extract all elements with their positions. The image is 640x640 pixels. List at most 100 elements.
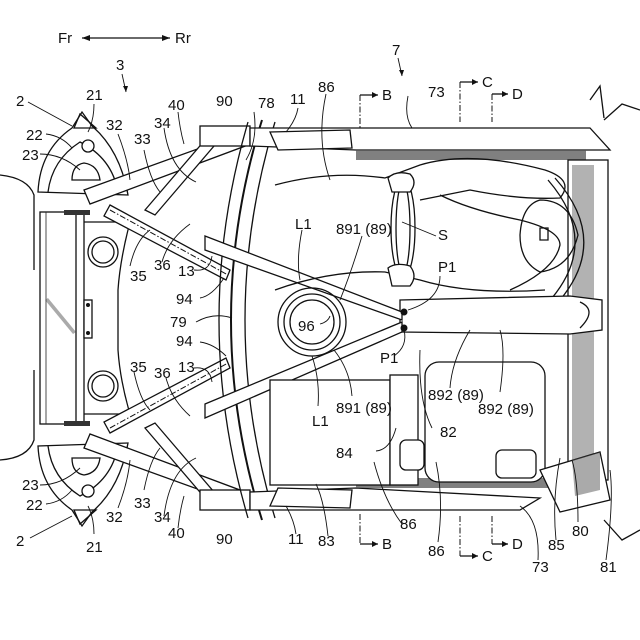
floor-panel-84 <box>269 379 391 486</box>
label-94-top: 94 <box>176 291 193 308</box>
steering-wheel-inner <box>395 182 411 274</box>
label-34-top: 34 <box>154 115 171 132</box>
label-P1-bottom: P1 <box>380 350 398 367</box>
label-73-top: 73 <box>428 84 445 101</box>
leader-891-bottom <box>333 349 353 397</box>
occupant-arm-top <box>274 157 566 201</box>
pivot-p1-top <box>400 308 408 316</box>
leader-L1-top <box>297 229 303 281</box>
section-label-c-top: C <box>482 74 493 91</box>
label-21-bottom: 21 <box>86 539 103 556</box>
rear-fin-top <box>589 84 605 119</box>
label-7: 7 <box>392 42 400 59</box>
component-80-shading <box>572 452 600 496</box>
centerline <box>109 362 229 429</box>
occupant-torso <box>439 194 561 291</box>
mount-top <box>64 210 90 215</box>
label-891-top: 891 (89) <box>336 221 392 238</box>
label-2-top: 2 <box>16 93 24 110</box>
arrow-icon <box>372 92 378 98</box>
leader-L1-bottom <box>311 355 319 407</box>
label-86-bottom-b: 86 <box>428 543 445 560</box>
mount-bottom <box>64 421 90 426</box>
front-label: Fr <box>58 30 72 47</box>
section-label-d-bottom: D <box>512 536 523 553</box>
leader-22-bottom <box>45 489 73 505</box>
strut-mount-bottom <box>87 370 119 402</box>
arch-inner <box>244 121 276 519</box>
center-tunnel <box>399 295 603 335</box>
section-lines <box>359 79 508 559</box>
wheel-hub <box>71 457 101 476</box>
label-83: 83 <box>318 533 335 550</box>
frame-891-top <box>204 235 403 321</box>
arrow-icon <box>123 86 128 92</box>
leader-35-top <box>129 229 151 267</box>
label-80: 80 <box>572 523 589 540</box>
suspension-subframe <box>84 221 131 415</box>
label-11-top: 11 <box>290 91 306 108</box>
hand-top <box>387 172 415 193</box>
arrow-head-front-icon <box>82 35 90 41</box>
leader-86-bottom-b <box>435 461 442 543</box>
occupant-arm-bottom <box>274 271 546 292</box>
leader-34-bottom <box>163 457 197 517</box>
steering-wheel <box>390 177 416 279</box>
leader-73-top <box>406 95 413 129</box>
leader-86-bottom-a <box>373 461 403 525</box>
leader-13-bottom <box>193 367 213 383</box>
tunnel-end-cap <box>579 301 590 329</box>
rear-label: Rr <box>175 30 191 47</box>
leader-P1-bottom <box>393 329 406 357</box>
arch-edge <box>218 121 249 519</box>
section-label-d-top: D <box>512 86 523 103</box>
leader-86-top <box>321 93 331 181</box>
leader-35-bottom <box>133 371 151 411</box>
label-22-top: 22 <box>26 127 43 144</box>
leader-36-top <box>161 223 191 263</box>
leader-11-bottom <box>285 505 297 535</box>
label-94-bottom: 94 <box>176 333 193 350</box>
leader-891-top <box>339 235 363 301</box>
label-82: 82 <box>440 424 457 441</box>
knuckle-bottom <box>73 509 98 526</box>
arrow-icon <box>502 541 508 547</box>
label-32-bottom: 32 <box>106 509 123 526</box>
label-21-top: 21 <box>86 87 103 104</box>
section-label-b-bottom: B <box>382 536 392 553</box>
label-11-bottom: 11 <box>288 531 304 548</box>
knuckle-top <box>73 112 98 129</box>
leader-94-bottom <box>199 341 227 357</box>
leader-34-top <box>163 127 197 183</box>
label-13-top: 13 <box>178 263 195 280</box>
leader-78 <box>245 111 256 161</box>
strut-mount-top <box>87 236 119 268</box>
leader-85 <box>554 457 561 541</box>
label-32-top: 32 <box>106 117 123 134</box>
bolt-icon <box>86 303 90 307</box>
label-40-bottom: 40 <box>168 525 185 542</box>
leader-S <box>401 221 437 237</box>
label-L1-top: L1 <box>295 216 312 233</box>
occupant-head <box>519 199 579 273</box>
front-wheel-bottom <box>37 442 129 528</box>
strut-mount-top-inner <box>91 240 115 264</box>
label-40-top: 40 <box>168 97 185 114</box>
label-90-bottom: 90 <box>216 531 233 548</box>
wheel-hub <box>71 162 101 181</box>
leader-79 <box>195 315 233 323</box>
tank-core <box>289 299 335 345</box>
leader-73-bottom <box>519 505 539 561</box>
floor-clip <box>399 439 425 471</box>
leader-40-top <box>177 111 185 145</box>
label-36-top: 36 <box>154 257 171 274</box>
sill-shading-bottom <box>356 478 571 488</box>
label-33-top: 33 <box>134 131 151 148</box>
leader-22-top <box>45 133 73 149</box>
ball-joint <box>81 484 95 498</box>
leader-lines <box>27 57 612 561</box>
leader-83 <box>315 483 329 537</box>
tank-inner <box>283 293 341 351</box>
arrow-icon <box>372 541 378 547</box>
